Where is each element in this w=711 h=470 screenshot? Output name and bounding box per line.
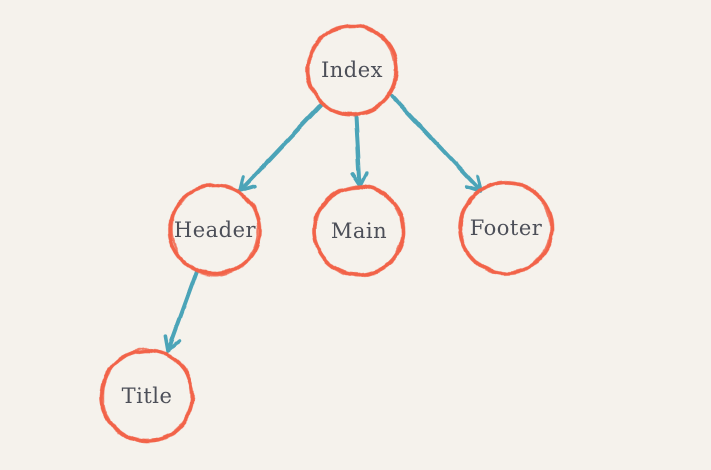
- node-index[interactable]: Index: [304, 21, 400, 118]
- node-label-main: Main: [331, 219, 387, 243]
- node-label-index: Index: [321, 58, 383, 82]
- node-circle-overdraw: [460, 180, 552, 276]
- node-footer[interactable]: Footer: [457, 178, 555, 277]
- edge-index-main: [349, 114, 369, 188]
- node-title[interactable]: Title: [98, 346, 196, 445]
- node-label-header: Header: [174, 218, 257, 242]
- node-circle-overdraw: [101, 348, 193, 444]
- edge-index-header: [238, 102, 324, 193]
- node-label-footer: Footer: [470, 216, 543, 240]
- node-circle-overdraw: [314, 184, 404, 278]
- node-circle-overdraw: [170, 183, 260, 277]
- node-label-title: Title: [122, 384, 173, 408]
- node-main[interactable]: Main: [311, 182, 407, 279]
- arrowhead-icon: [238, 174, 257, 193]
- edge-line: [390, 94, 481, 191]
- edge-index-footer: [390, 94, 483, 193]
- edge-line: [354, 114, 362, 185]
- node-circle-overdraw: [307, 23, 397, 117]
- edge-header-title: [163, 269, 199, 353]
- arrowhead-icon: [163, 334, 182, 353]
- edge-line: [240, 102, 324, 191]
- edge-line: [167, 269, 199, 351]
- node-header[interactable]: Header: [167, 181, 263, 278]
